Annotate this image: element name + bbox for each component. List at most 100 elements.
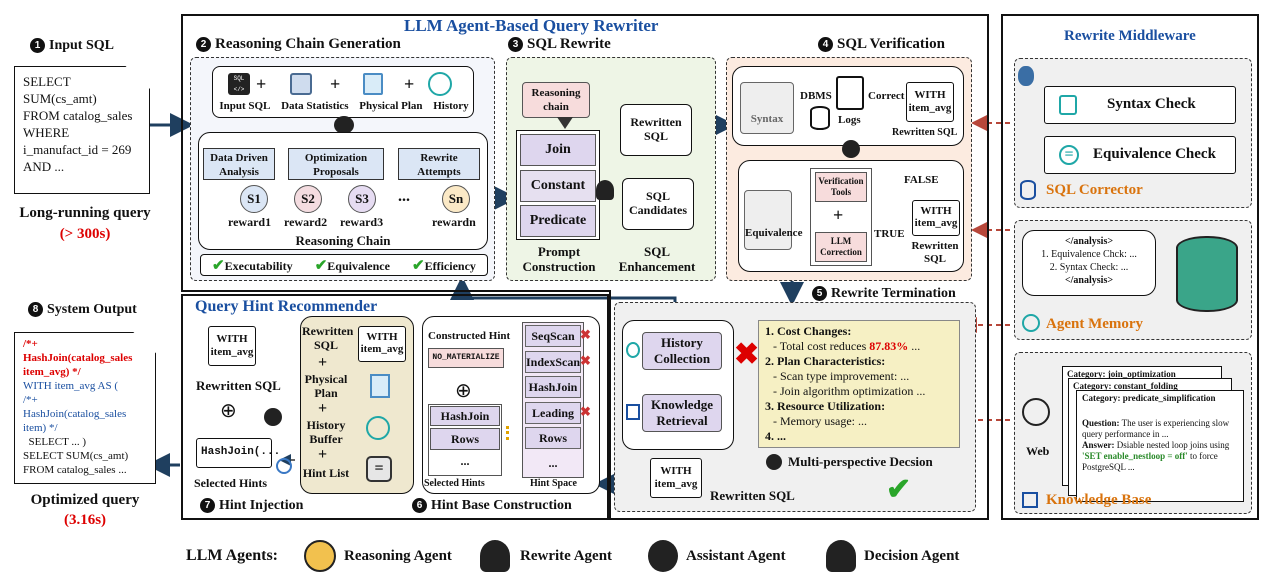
sel-rows: Rows xyxy=(430,428,500,450)
check-icon: ✔ xyxy=(212,257,225,274)
books-icon xyxy=(626,404,640,420)
hint-space-item: ... xyxy=(548,455,558,470)
check-icon: ✔ xyxy=(412,257,425,274)
slot-constant: Constant xyxy=(520,170,596,202)
legend-reasoning-agent: Reasoning Agent xyxy=(344,548,452,564)
funnel-icon xyxy=(557,117,573,129)
knowledge-retrieval: Knowledge Retrieval xyxy=(642,394,722,432)
prompt-construction-label: Prompt Construction xyxy=(522,244,596,274)
state-s2: S2 xyxy=(294,185,322,213)
equivalence-step: Equivalence xyxy=(744,190,802,250)
reasoning-agent-legend-icon xyxy=(304,540,336,572)
equivalence-check-icon: = xyxy=(1059,145,1079,165)
buffer-physical-plan: Physical Plan xyxy=(304,372,348,400)
plus-icon: + xyxy=(256,74,267,94)
hint-title: Query Hint Recommender xyxy=(195,298,378,315)
output-sql-line: SELECT SUM(cs_amt) xyxy=(23,450,129,462)
output-sql-line: HashJoin(catalog_sales xyxy=(23,408,127,420)
rewrite-agent-legend-icon xyxy=(480,540,510,572)
buffer-history: History Buffer xyxy=(306,418,346,446)
report-item: - Total cost reduces 87.83% ... xyxy=(773,339,921,353)
step-rewrite-attempts: Rewrite Attempts xyxy=(398,148,480,180)
rewriter-frame xyxy=(181,14,989,292)
hint-rewritten-label: Rewritten SQL xyxy=(196,378,281,393)
buffer-hint-list: Hint List xyxy=(302,466,350,480)
excluded-x-icon: ✖ xyxy=(580,352,591,368)
rewritten-sql-label: Rewritten SQL xyxy=(892,127,958,138)
slot-predicate: Predicate xyxy=(520,205,596,237)
no-materialize-box: NO_MATERIALIZE xyxy=(428,348,504,368)
input-sql-line: SELECT xyxy=(23,74,71,89)
reward-1: reward1 xyxy=(228,215,272,229)
oplus-icon: ⊕ xyxy=(220,400,237,422)
hint-space-item: Rows xyxy=(525,427,581,449)
true-label: TRUE xyxy=(874,228,905,240)
plus-icon-4: + xyxy=(833,205,844,225)
hint-frame xyxy=(181,294,609,520)
brain-icon xyxy=(626,342,640,358)
state-dots: ... xyxy=(398,188,410,205)
report-heading: 4. ... xyxy=(765,429,786,443)
hint-space-item: SeqScan xyxy=(525,325,581,347)
report-heading: 3. Resource Utilization: xyxy=(765,399,886,413)
logs-icon xyxy=(836,76,864,110)
hashjoin-selected-box: HashJoin(... xyxy=(196,438,280,468)
plus-icon-7: + xyxy=(318,446,328,463)
accept-check-icon: ✔ xyxy=(886,473,912,506)
assistant-agent-icon xyxy=(842,140,860,158)
memory-bubble: </analysis>1. Equivalence Chck: ...2. Sy… xyxy=(1022,230,1156,296)
equivalence-check-box[interactable]: = Equivalence Check xyxy=(1044,136,1236,174)
reasoning-chain-label: Reasoning Chain xyxy=(295,233,391,248)
llm-correction: LLM Correction xyxy=(815,232,867,262)
syntax-check-box[interactable]: Syntax Check xyxy=(1044,86,1236,124)
sel-hashjoin: HashJoin xyxy=(430,406,500,426)
reward-3: reward3 xyxy=(340,215,384,229)
excluded-x-icon: ✖ xyxy=(580,327,591,342)
verification-tools: Verification Tools xyxy=(815,172,867,202)
input-sql-line: WHERE xyxy=(23,125,70,140)
rewriter-title: LLM Agent-Based Query Rewriter xyxy=(404,16,659,35)
report-heading: 2. Plan Characteristics: xyxy=(765,354,886,368)
syntax-check-icon xyxy=(1059,95,1077,115)
legend-rewrite-agent: Rewrite Agent xyxy=(520,548,613,564)
input-caption: Long-running query xyxy=(19,205,151,221)
history-collection: History Collection xyxy=(642,332,722,370)
output-sql-line: SELECT ... ) xyxy=(23,436,87,448)
reasoning-agent-icon xyxy=(334,116,354,134)
rewriter-frame-bottom xyxy=(181,290,611,292)
plus-icon-3: + xyxy=(404,74,415,94)
logs-label: Logs xyxy=(838,114,861,126)
step-data-driven: Data Driven Analysis xyxy=(203,148,275,180)
output-time: (3.16s) xyxy=(63,512,107,528)
sql-corrector-label: SQL Corrector xyxy=(1046,182,1143,198)
memory-line: </analysis> xyxy=(1064,236,1114,247)
web-label: Web xyxy=(1026,444,1050,458)
memory-line: 1. Equivalence Chck: ... xyxy=(1041,249,1137,260)
postgres-icon xyxy=(1018,66,1034,86)
middleware-title: Rewrite Middleware xyxy=(1064,28,1196,44)
physical-plan-icon-2 xyxy=(370,374,390,398)
sql-candidates-doc: SQL Candidates xyxy=(622,178,694,230)
plus-icon-2: + xyxy=(330,74,341,94)
dbms-label: DBMS xyxy=(800,90,832,102)
hint-space-item: HashJoin xyxy=(525,376,581,398)
input-sql-line: AND ... xyxy=(23,159,65,174)
rewriter-frame-lower xyxy=(609,290,989,520)
reasoning-chain-box-small: Reasoning chain xyxy=(522,82,590,118)
hint-list-icon: = xyxy=(366,456,392,482)
with-item-doc-3: WITH item_avg xyxy=(650,458,702,498)
output-sql-line: item) */ xyxy=(23,422,58,434)
report-item: - Join algorithm optimization ... xyxy=(773,384,926,398)
hint-space-label: Hint Space xyxy=(530,478,577,489)
output-sql-line: HashJoin(catalog_sales xyxy=(23,352,133,364)
termination-rewritten-label: Rewritten SQL xyxy=(710,488,795,503)
hint-space-item: Leading xyxy=(525,401,581,424)
transfer-icon xyxy=(506,426,516,440)
